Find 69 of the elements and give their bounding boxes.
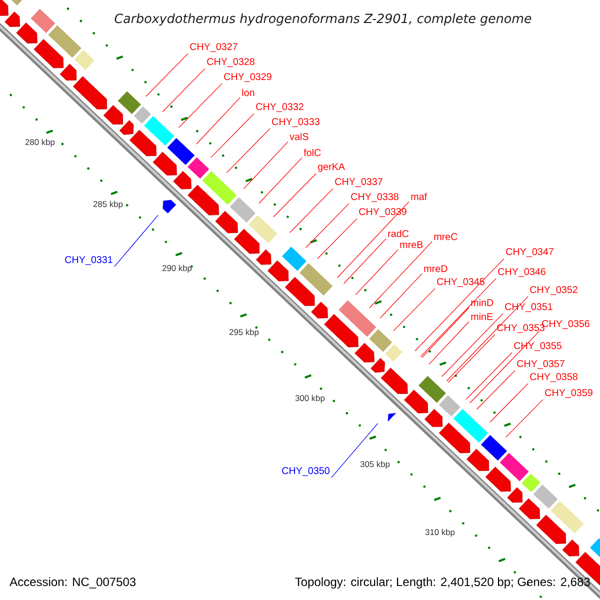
scale-label: 300 kbp xyxy=(295,394,325,403)
leader-line xyxy=(466,352,512,400)
gene-label: folC xyxy=(304,148,321,156)
scale-label: 290 kbp xyxy=(162,264,192,273)
leader-line xyxy=(178,83,222,128)
leader-line xyxy=(414,258,504,352)
leader-line xyxy=(476,370,516,410)
leader-line xyxy=(331,422,378,478)
leader-line xyxy=(114,214,158,267)
gene-label: CHY_0338 xyxy=(351,193,398,202)
title: Carboxydothermus hydrogenoformans Z-2901, complete genome xyxy=(114,13,532,26)
gene-label: CHY_0337 xyxy=(335,178,382,187)
leader-line xyxy=(442,313,504,377)
leader-line xyxy=(422,307,470,358)
leader-line xyxy=(210,113,254,158)
leader-line xyxy=(428,321,470,365)
leader-line xyxy=(162,68,206,112)
gene-label: CHY_0352 xyxy=(530,286,578,295)
gene-label: CHY_0357 xyxy=(517,360,564,369)
gene-label: valS xyxy=(290,132,308,140)
leader-line xyxy=(420,278,496,357)
gene-label: CHY_0356 xyxy=(542,320,590,329)
gene-label: gerKA xyxy=(318,163,345,172)
gene-label: CHY_0331 xyxy=(65,256,112,265)
scale-label: 280 kbp xyxy=(25,138,55,147)
gene-label: CHY_0327 xyxy=(190,43,238,52)
gene-label: maf xyxy=(411,192,428,200)
gene-label: CHY_0346 xyxy=(498,268,546,277)
leader-line xyxy=(470,330,540,404)
leader-line xyxy=(243,141,288,190)
gene-label: CHY_0350 xyxy=(282,467,330,476)
leader-line xyxy=(393,288,436,332)
gene-label: mreC xyxy=(434,233,458,240)
leader-line xyxy=(337,201,410,278)
gene-label: CHY_0329 xyxy=(224,73,272,82)
leader-line xyxy=(317,218,358,260)
scale-label: 310 kbp xyxy=(425,528,455,537)
gene-label: CHY_0332 xyxy=(256,103,304,112)
gene-label: mreB xyxy=(400,241,423,248)
leader-line xyxy=(273,173,316,218)
leader-line xyxy=(146,53,188,97)
leader-line xyxy=(258,157,302,204)
gene-label: minE xyxy=(471,312,493,320)
gene-label: CHY_0347 xyxy=(506,248,554,257)
scale-label: 295 kbp xyxy=(229,328,259,337)
gene-label: lon xyxy=(242,88,254,96)
scale-label: 285 kbp xyxy=(93,200,123,209)
leader-line xyxy=(355,249,398,296)
leader-line xyxy=(305,203,350,248)
leader-line xyxy=(196,97,240,144)
leader-line xyxy=(290,188,334,233)
leader-line xyxy=(380,273,422,318)
gene-label: radC xyxy=(388,230,409,238)
gene-label: CHY_0328 xyxy=(207,58,254,67)
scale-label: 305 kbp xyxy=(360,460,390,469)
footer-text: Accession: NC_007503 xyxy=(10,577,136,588)
leader-line xyxy=(343,238,386,284)
footer-text: Topology: circular; Length: 2,401,520 bp; Genes: 2,683 xyxy=(295,577,590,588)
leader-line xyxy=(369,241,432,308)
gene-label: mreD xyxy=(424,265,448,272)
gene-label: CHY_0359 xyxy=(545,389,592,398)
leader-line xyxy=(448,334,496,383)
leader-line xyxy=(226,128,270,174)
leader-line xyxy=(446,296,528,382)
gene-label: CHY_0333 xyxy=(272,118,320,127)
gene-label: CHY_0358 xyxy=(530,373,578,382)
leader-line xyxy=(490,383,528,422)
leader-line xyxy=(506,399,544,438)
gene-label: CHY_0353 xyxy=(497,324,544,333)
